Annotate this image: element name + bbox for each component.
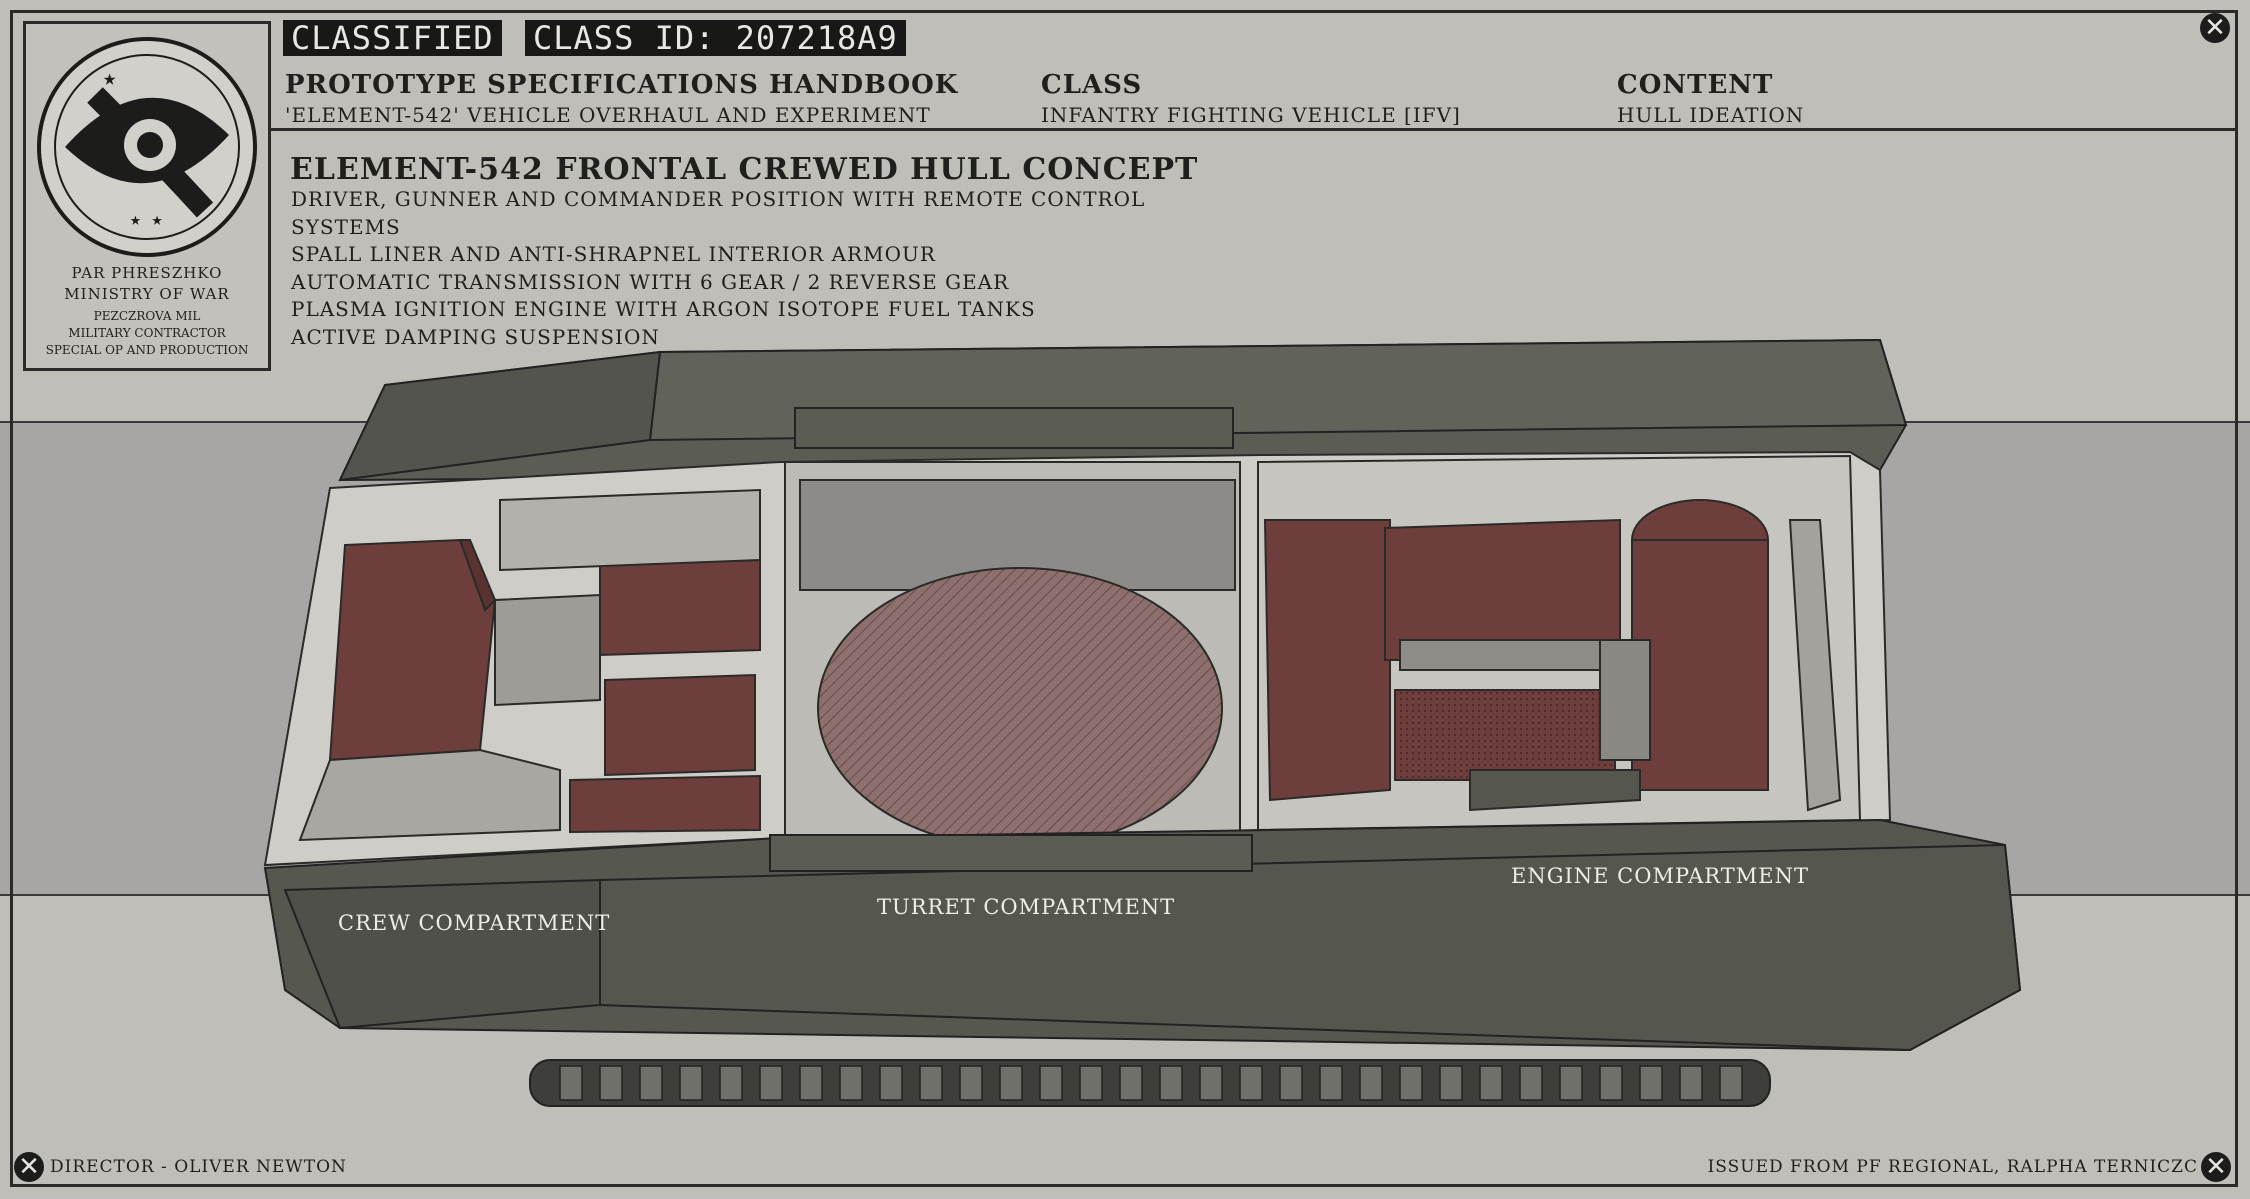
spec-item: DRIVER, GUNNER AND COMMANDER POSITION WI… <box>291 187 1146 211</box>
document-frame <box>10 10 2238 1187</box>
spec-item: AUTOMATIC TRANSMISSION WITH 6 GEAR / 2 R… <box>291 269 1010 294</box>
spec-title: ELEMENT-542 FRONTAL CREWED HULL CONCEPT <box>290 152 1199 187</box>
seal-line-5: SPECIAL OP AND PRODUCTION <box>45 343 249 357</box>
svg-text:★: ★ <box>103 66 116 91</box>
close-icon[interactable]: ✕ <box>2200 13 2230 43</box>
turret-compartment-label: TURRET COMPARTMENT <box>877 895 1176 919</box>
issued-credit: ISSUED FROM PF REGIONAL, RALPHA TERNICZC <box>1707 1157 2198 1177</box>
close-icon[interactable]: ✕ <box>2201 1152 2231 1182</box>
spec-item: SPALL LINER AND ANTI-SHRAPNEL INTERIOR A… <box>291 242 936 266</box>
spec-item: PLASMA IGNITION ENGINE WITH ARGON ISOTOP… <box>291 297 1036 321</box>
ministry-seal-icon: ★ ★ ★ <box>37 37 257 257</box>
header-rule <box>270 128 2238 131</box>
class-value: INFANTRY FIGHTING VEHICLE [IFV] <box>1041 103 1461 127</box>
close-icon[interactable]: ✕ <box>14 1152 44 1182</box>
track-assembly <box>529 1059 1771 1107</box>
svg-text:★ ★: ★ ★ <box>130 209 163 230</box>
crew-seats <box>298 488 761 842</box>
seal-line-4: MILITARY CONTRACTOR <box>68 326 226 340</box>
class-id-tag: CLASS ID: 207218A9 <box>525 20 906 56</box>
spec-list: DRIVER, GUNNER AND COMMANDER POSITION WI… <box>291 186 1145 351</box>
engine-block <box>1263 499 1842 812</box>
crew-compartment-label: CREW COMPARTMENT <box>338 911 611 935</box>
handbook-subtitle: 'ELEMENT-542' VEHICLE OVERHAUL AND EXPER… <box>285 103 931 127</box>
engine-compartment-label: ENGINE COMPARTMENT <box>1511 864 1809 888</box>
content-value: HULL IDEATION <box>1617 103 1805 127</box>
classified-tag: CLASSIFIED <box>283 20 502 56</box>
class-heading: CLASS <box>1041 70 1143 100</box>
director-credit: DIRECTOR - OLIVER NEWTON <box>50 1157 347 1177</box>
lower-hull <box>263 818 2022 1052</box>
content-heading: CONTENT <box>1617 70 1774 100</box>
spec-item: ACTIVE DAMPING SUSPENSION <box>291 324 660 349</box>
handbook-title: PROTOTYPE SPECIFICATIONS HANDBOOK <box>285 70 959 100</box>
seal-line-3: PEZCZROVA MIL <box>93 309 201 323</box>
spec-item: SYSTEMS <box>291 214 401 239</box>
seal-line-1: PAR PHRESZHKO <box>71 264 223 282</box>
seal-line-2: MINISTRY OF WAR <box>64 285 230 303</box>
